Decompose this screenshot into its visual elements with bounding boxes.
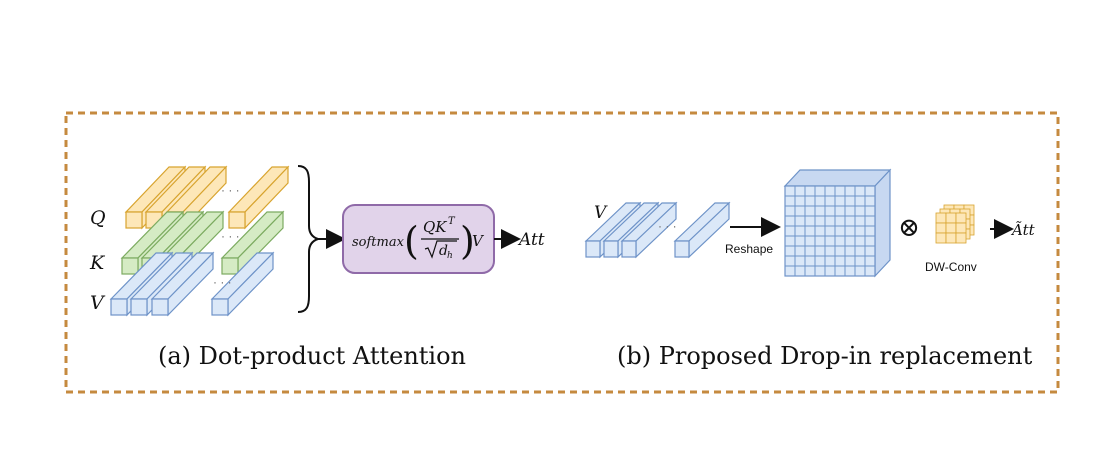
- att-output-label: Att: [517, 230, 545, 250]
- reshaped-grid-cube: [783, 168, 892, 278]
- conv-layer-3-cell-1-2: [945, 212, 957, 224]
- q-label: Q: [90, 207, 106, 229]
- fraction-denominator: d: [439, 243, 448, 259]
- conv-layer-3-cell-3-1: [935, 232, 947, 244]
- conv-layer-3-cell-3-3: [955, 232, 967, 244]
- dw-conv-label: DW-Conv: [925, 260, 977, 274]
- reshape-label: Reshape: [725, 242, 773, 256]
- right-brace: [297, 165, 322, 313]
- conv-layer-3-cell-1-1: [935, 212, 947, 224]
- conv-layer-3-cell-3-2: [945, 232, 957, 244]
- value-symbol: V: [472, 232, 485, 250]
- v-label: V: [90, 292, 106, 314]
- value-bar-4: [210, 251, 275, 317]
- drop-in-replacement-panel: V · · · Reshape ⊗ DW-Conv Ãtt (b) Propos…: [584, 168, 1036, 370]
- k-label: K: [89, 252, 106, 274]
- right-output-label: Ãtt: [1010, 221, 1036, 239]
- left-caption: (a) Dot-product Attention: [158, 342, 466, 370]
- v-ellipsis: · · ·: [213, 275, 232, 289]
- fraction-subscript: h: [447, 251, 453, 261]
- right-value-bar-3: [620, 201, 678, 259]
- cube-front-face: [784, 185, 876, 277]
- conv-layer-3-cell-2-2: [945, 222, 957, 234]
- dot-product-attention-panel: Q K V · · · · · · · · · softmax ( QK T d…: [89, 165, 545, 370]
- depthwise-conv-kernel: [935, 204, 975, 244]
- right-caption: (b) Proposed Drop-in replacement: [617, 342, 1033, 370]
- right-value-bar-4: [673, 201, 731, 259]
- query-bar-4: [227, 165, 290, 230]
- right-v-label: V: [594, 203, 608, 223]
- value-bar-3: [150, 251, 215, 317]
- right-paren: ): [460, 219, 475, 263]
- conv-layer-3-cell-2-3: [955, 222, 967, 234]
- fraction-numerator: QK: [423, 218, 447, 236]
- softmax-label: softmax: [352, 235, 405, 250]
- q-ellipsis: · · ·: [221, 183, 240, 197]
- right-value-stack: [584, 201, 731, 259]
- key-bar-4: [220, 210, 285, 276]
- left-paren: (: [404, 219, 419, 263]
- conv-layer-3-cell-2-1: [935, 222, 947, 234]
- k-ellipsis: · · ·: [221, 229, 240, 243]
- conv-layer-3-cell-1-3: [955, 212, 967, 224]
- multiply-symbol: ⊗: [898, 213, 920, 243]
- right-v-ellipsis: · · ·: [658, 219, 677, 233]
- cube-side-face: [874, 168, 891, 278]
- sqrt-sign: [424, 240, 457, 259]
- fraction-superscript: T: [448, 216, 456, 227]
- outer-dashed-frame: [64, 111, 1060, 394]
- value-stack: [109, 251, 275, 317]
- cube-top-face: [783, 169, 892, 187]
